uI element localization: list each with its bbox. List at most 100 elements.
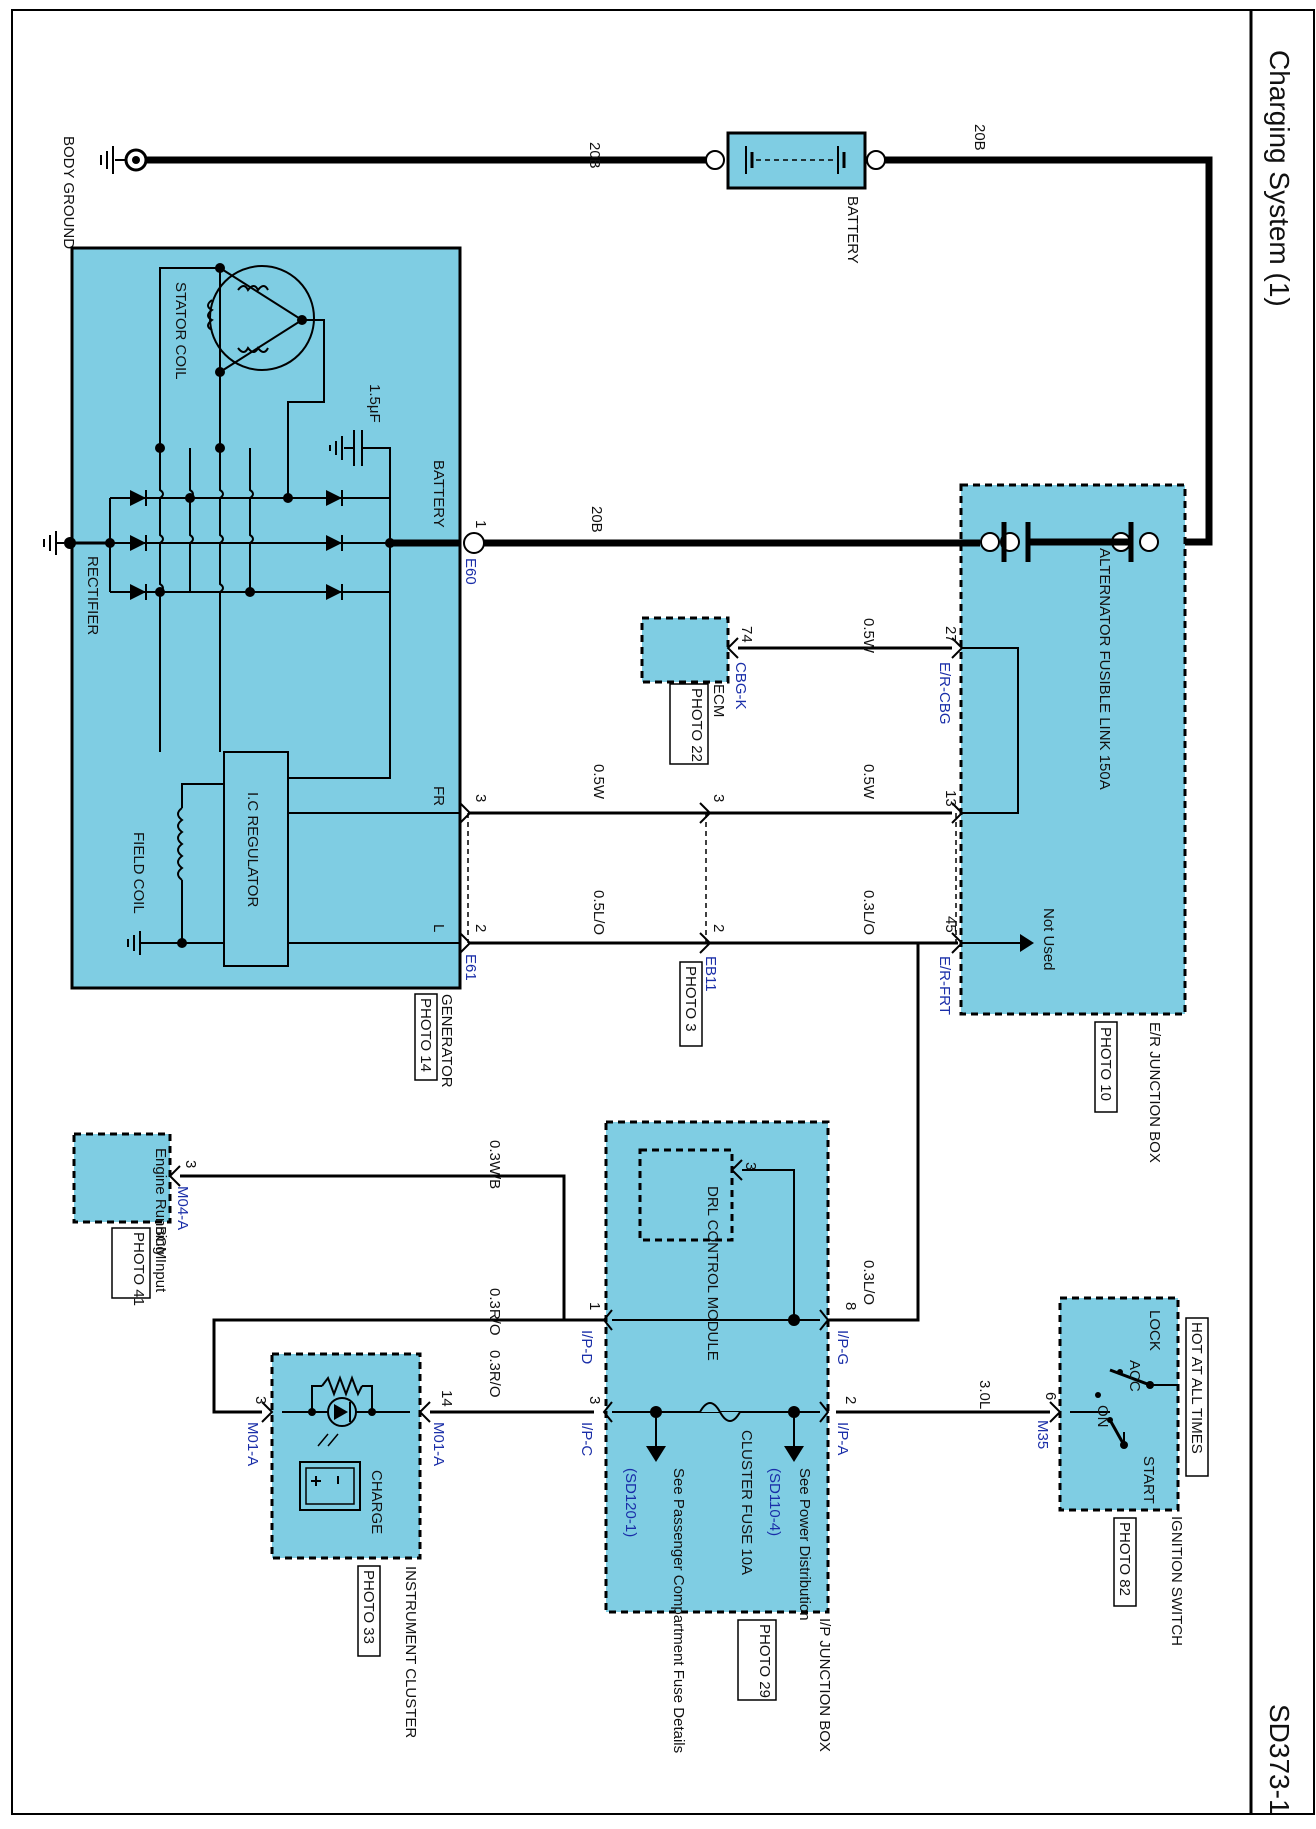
conn-er-frt: E/R-FRT <box>936 956 953 1015</box>
not-used-arrow <box>1020 934 1034 952</box>
pin-ecm: 74 <box>738 626 755 643</box>
drl-control-module-box <box>638 1148 734 1242</box>
ignition-contacts <box>1070 1368 1178 1449</box>
stator-lead-a <box>159 267 220 448</box>
pin-arrow-ipa <box>819 1401 830 1423</box>
ic-regulator-label: I.C REGULATOR <box>244 792 261 907</box>
pin-arrow-m01a-14 <box>418 1401 431 1423</box>
generator-ground-symbol <box>43 531 110 555</box>
conn-m35: M35 <box>1034 1420 1051 1449</box>
capacitor-label: 1.5μF <box>366 384 383 423</box>
generator-photo-box <box>414 993 438 1081</box>
body-ground-symbol <box>100 146 148 174</box>
ignition-photo-box <box>1113 1517 1137 1607</box>
see-power-ref: (SD110-4) <box>766 1468 783 1536</box>
stator-coil-label: STATOR COIL <box>172 282 189 380</box>
wire-label-l-left: 0.5L/O <box>590 890 607 935</box>
bcm-photo-box <box>111 1227 151 1299</box>
bcm-photo: PHOTO 41 <box>130 1232 147 1306</box>
wire-label-fr-right: 0.5W <box>860 764 877 800</box>
wire-label-gen-link: 20B <box>588 506 605 533</box>
wire-label-l-right: 0.3L/O <box>860 890 877 935</box>
pin-arrow-ecm <box>726 637 739 659</box>
ign-start-label: START <box>1140 1456 1157 1504</box>
wire-label-ground-battery: 20B <box>586 142 603 169</box>
instrument-photo: PHOTO 33 <box>360 1570 377 1644</box>
pin-e60: 1 <box>472 520 489 528</box>
ignition-photo: PHOTO 82 <box>1116 1522 1133 1596</box>
conn-ip-a: I/P-A <box>834 1422 851 1455</box>
charge-label: CHARGE <box>368 1470 385 1534</box>
conn-eb11: EB11 <box>702 956 719 992</box>
eb11-photo-box <box>679 961 703 1047</box>
page-title: Charging System (1) <box>1264 50 1295 307</box>
pin-l-eb: 2 <box>710 924 727 932</box>
see-passenger-ref: (SD120-1) <box>622 1468 639 1537</box>
pin-drl: 3 <box>742 1162 759 1170</box>
er-junction-photo: PHOTO 10 <box>1097 1027 1114 1101</box>
conn-m01a-14: M01-A <box>430 1422 447 1466</box>
conn-m01a-3: M01-A <box>244 1422 261 1466</box>
page-id: SD373-1 <box>1264 1704 1295 1815</box>
passenger-arrow <box>646 1446 666 1462</box>
charge-battery-icon <box>299 1461 361 1511</box>
ign-lock-label: LOCK <box>1146 1310 1163 1351</box>
pin-arrow-l-eb <box>699 932 712 954</box>
pin-fr-eb: 3 <box>710 794 727 802</box>
ecm-label: ECM <box>710 684 727 717</box>
instrument-cluster-label: INSTRUMENT CLUSTER <box>402 1566 419 1738</box>
field-coil-symbol <box>127 783 224 955</box>
er-junction-photo-box <box>1094 1021 1118 1113</box>
hot-at-all-times-box <box>1185 1317 1209 1477</box>
wire-ipg <box>828 941 958 1322</box>
pin-arrow-fr-eb <box>699 802 712 824</box>
er-junction-box <box>959 483 1187 1016</box>
power-dist-arrow <box>784 1446 804 1462</box>
pin-ipa: 2 <box>842 1396 859 1404</box>
pin-fr-gen: 3 <box>472 794 489 802</box>
wire-label-ign: 3.0L <box>976 1380 993 1409</box>
pin-l-gen: 2 <box>472 924 489 932</box>
er-junction-label: E/R JUNCTION BOX <box>1146 1022 1163 1163</box>
pin-bcm: 3 <box>182 1160 199 1168</box>
fusible-link-label: ALTERNATOR FUSIBLE LINK 150A <box>1096 548 1113 790</box>
eb11-photo: PHOTO 3 <box>682 966 699 1032</box>
wire-label-bcm: 0.3W/B <box>486 1140 503 1189</box>
wire-bcm <box>180 1174 604 1322</box>
ignition-switch-box <box>1058 1296 1180 1512</box>
conn-ip-g: I/P-G <box>834 1330 851 1365</box>
see-passenger-label: See Passenger Compartment Fuse Details <box>670 1468 687 1753</box>
pin-cbg: 27 <box>942 626 959 643</box>
hot-at-all-times-label: HOT AT ALL TIMES <box>1188 1322 1205 1454</box>
ic-lead-battery <box>288 592 391 779</box>
pin-fr-er: 13 <box>942 790 959 807</box>
ip-junction-photo-box <box>737 1619 777 1701</box>
pin-arrow-ipc <box>602 1401 613 1423</box>
wire-label-ipc: 0.3R/O <box>486 1350 503 1398</box>
conn-er-cbg: E/R-CBG <box>936 662 953 725</box>
gen-fr-terminal-label: FR <box>430 786 447 806</box>
e60-terminal <box>463 532 485 554</box>
ecm-photo: PHOTO 22 <box>688 688 705 762</box>
cluster-fuse-symbol <box>699 1402 741 1422</box>
wire-label-battery-link: 20B <box>971 124 988 151</box>
bcm-label: BCM <box>152 1226 169 1259</box>
conn-e61: E61 <box>462 954 479 981</box>
drl-module-label: DRL CONTROL MODULE <box>704 1186 721 1361</box>
wire-ipd <box>212 1318 594 1414</box>
pin-arrow-fr-gen <box>459 802 472 824</box>
pin-arrow-ipg <box>819 1309 830 1331</box>
ignition-switch-label: IGNITION SWITCH <box>1168 1516 1185 1646</box>
pin-m01a-3: 3 <box>252 1396 269 1404</box>
instrument-photo-box <box>357 1565 381 1657</box>
generator-label: GENERATOR <box>438 994 455 1088</box>
gen-l-terminal-label: L <box>430 924 447 932</box>
bcm-box <box>72 1132 172 1224</box>
field-coil-label: FIELD COIL <box>130 832 147 914</box>
body-ground-label: BODY GROUND <box>60 136 77 249</box>
pin-m35: 6 <box>1042 1392 1059 1400</box>
ecm-box <box>640 616 730 684</box>
pin-arrow-drl <box>730 1159 743 1181</box>
generator-photo: PHOTO 14 <box>417 998 434 1072</box>
pin-ipg: 8 <box>842 1302 859 1310</box>
